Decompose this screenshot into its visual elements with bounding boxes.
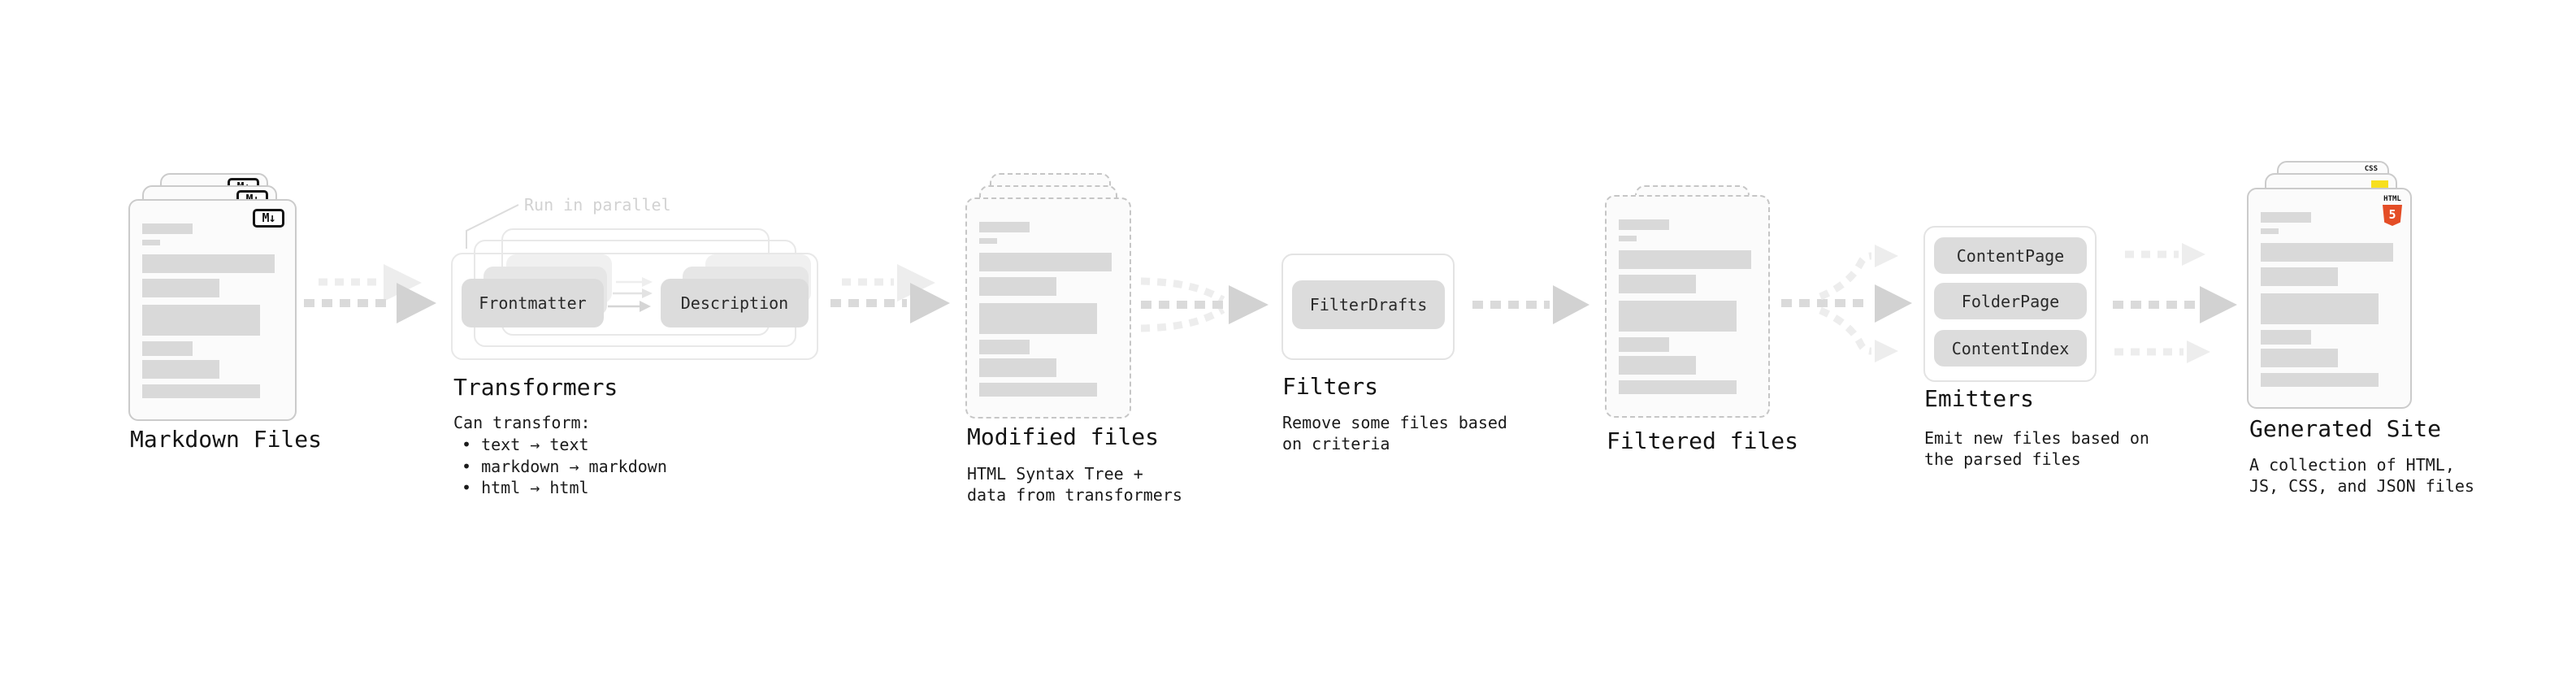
emitter-pill-folderpage: FolderPage xyxy=(1934,283,2087,319)
transformers-bullet-list: • text → text • markdown → markdown • ht… xyxy=(462,434,667,499)
arrow-markdown-to-transformers xyxy=(304,264,436,323)
modified-file-card-front xyxy=(965,197,1131,419)
modified-files-title: Modified files xyxy=(967,423,1160,450)
html5-icon-label: HTML xyxy=(2383,195,2401,203)
markdown-files-title: Markdown Files xyxy=(130,426,323,453)
arrow-transformers-to-modified xyxy=(830,264,950,323)
document-placeholder-lines xyxy=(1619,197,1780,394)
emitters-subtitle: Emit new files based on the parsed files xyxy=(1924,428,2149,469)
filtered-files-title: Filtered files xyxy=(1607,427,1799,454)
transformers-title: Transformers xyxy=(453,374,618,401)
emitter-pill-contentindex: ContentIndex xyxy=(1934,330,2087,367)
markdown-icon: M↓ xyxy=(253,209,284,228)
document-placeholder-lines xyxy=(979,199,1142,397)
bullet-item: • html → html xyxy=(462,478,589,497)
emitters-title: Emitters xyxy=(1924,385,2034,412)
emitter-pill-contentpage: ContentPage xyxy=(1934,237,2087,274)
site-file-card-front: HTML 5 xyxy=(2247,188,2412,409)
modified-files-subtitle: HTML Syntax Tree + data from transformer… xyxy=(967,464,1182,505)
arrow-modified-to-filters xyxy=(1140,277,1268,332)
bullet-item: • markdown → markdown xyxy=(462,456,667,476)
filtered-file-card-front xyxy=(1605,195,1770,418)
document-placeholder-lines xyxy=(142,201,307,398)
html5-icon: HTML 5 xyxy=(2382,196,2403,226)
filters-title: Filters xyxy=(1282,373,1379,400)
transformer-pill-description: Description xyxy=(661,279,809,327)
document-placeholder-lines xyxy=(2261,189,2422,387)
arrow-filtered-to-emitters xyxy=(1781,245,1912,362)
transformer-pill-frontmatter: Frontmatter xyxy=(462,279,604,327)
generated-site-subtitle: A collection of HTML, JS, CSS, and JSON … xyxy=(2249,455,2474,496)
transformers-body-heading: Can transform: xyxy=(453,413,591,432)
run-in-parallel-annotation: Run in parallel xyxy=(524,195,671,215)
arrow-filters-to-filtered xyxy=(1472,285,1589,324)
arrow-emitters-to-site xyxy=(2113,243,2237,363)
html5-icon-shield: 5 xyxy=(2383,205,2402,226)
markdown-file-card-front: M↓ xyxy=(128,199,297,421)
generated-site-title: Generated Site xyxy=(2249,415,2442,442)
transformer-group-front xyxy=(451,253,818,360)
filters-subtitle: Remove some files based on criteria xyxy=(1282,413,1507,453)
filter-pill-filterdrafts: FilterDrafts xyxy=(1292,280,1445,329)
bullet-item: • text → text xyxy=(462,435,589,454)
